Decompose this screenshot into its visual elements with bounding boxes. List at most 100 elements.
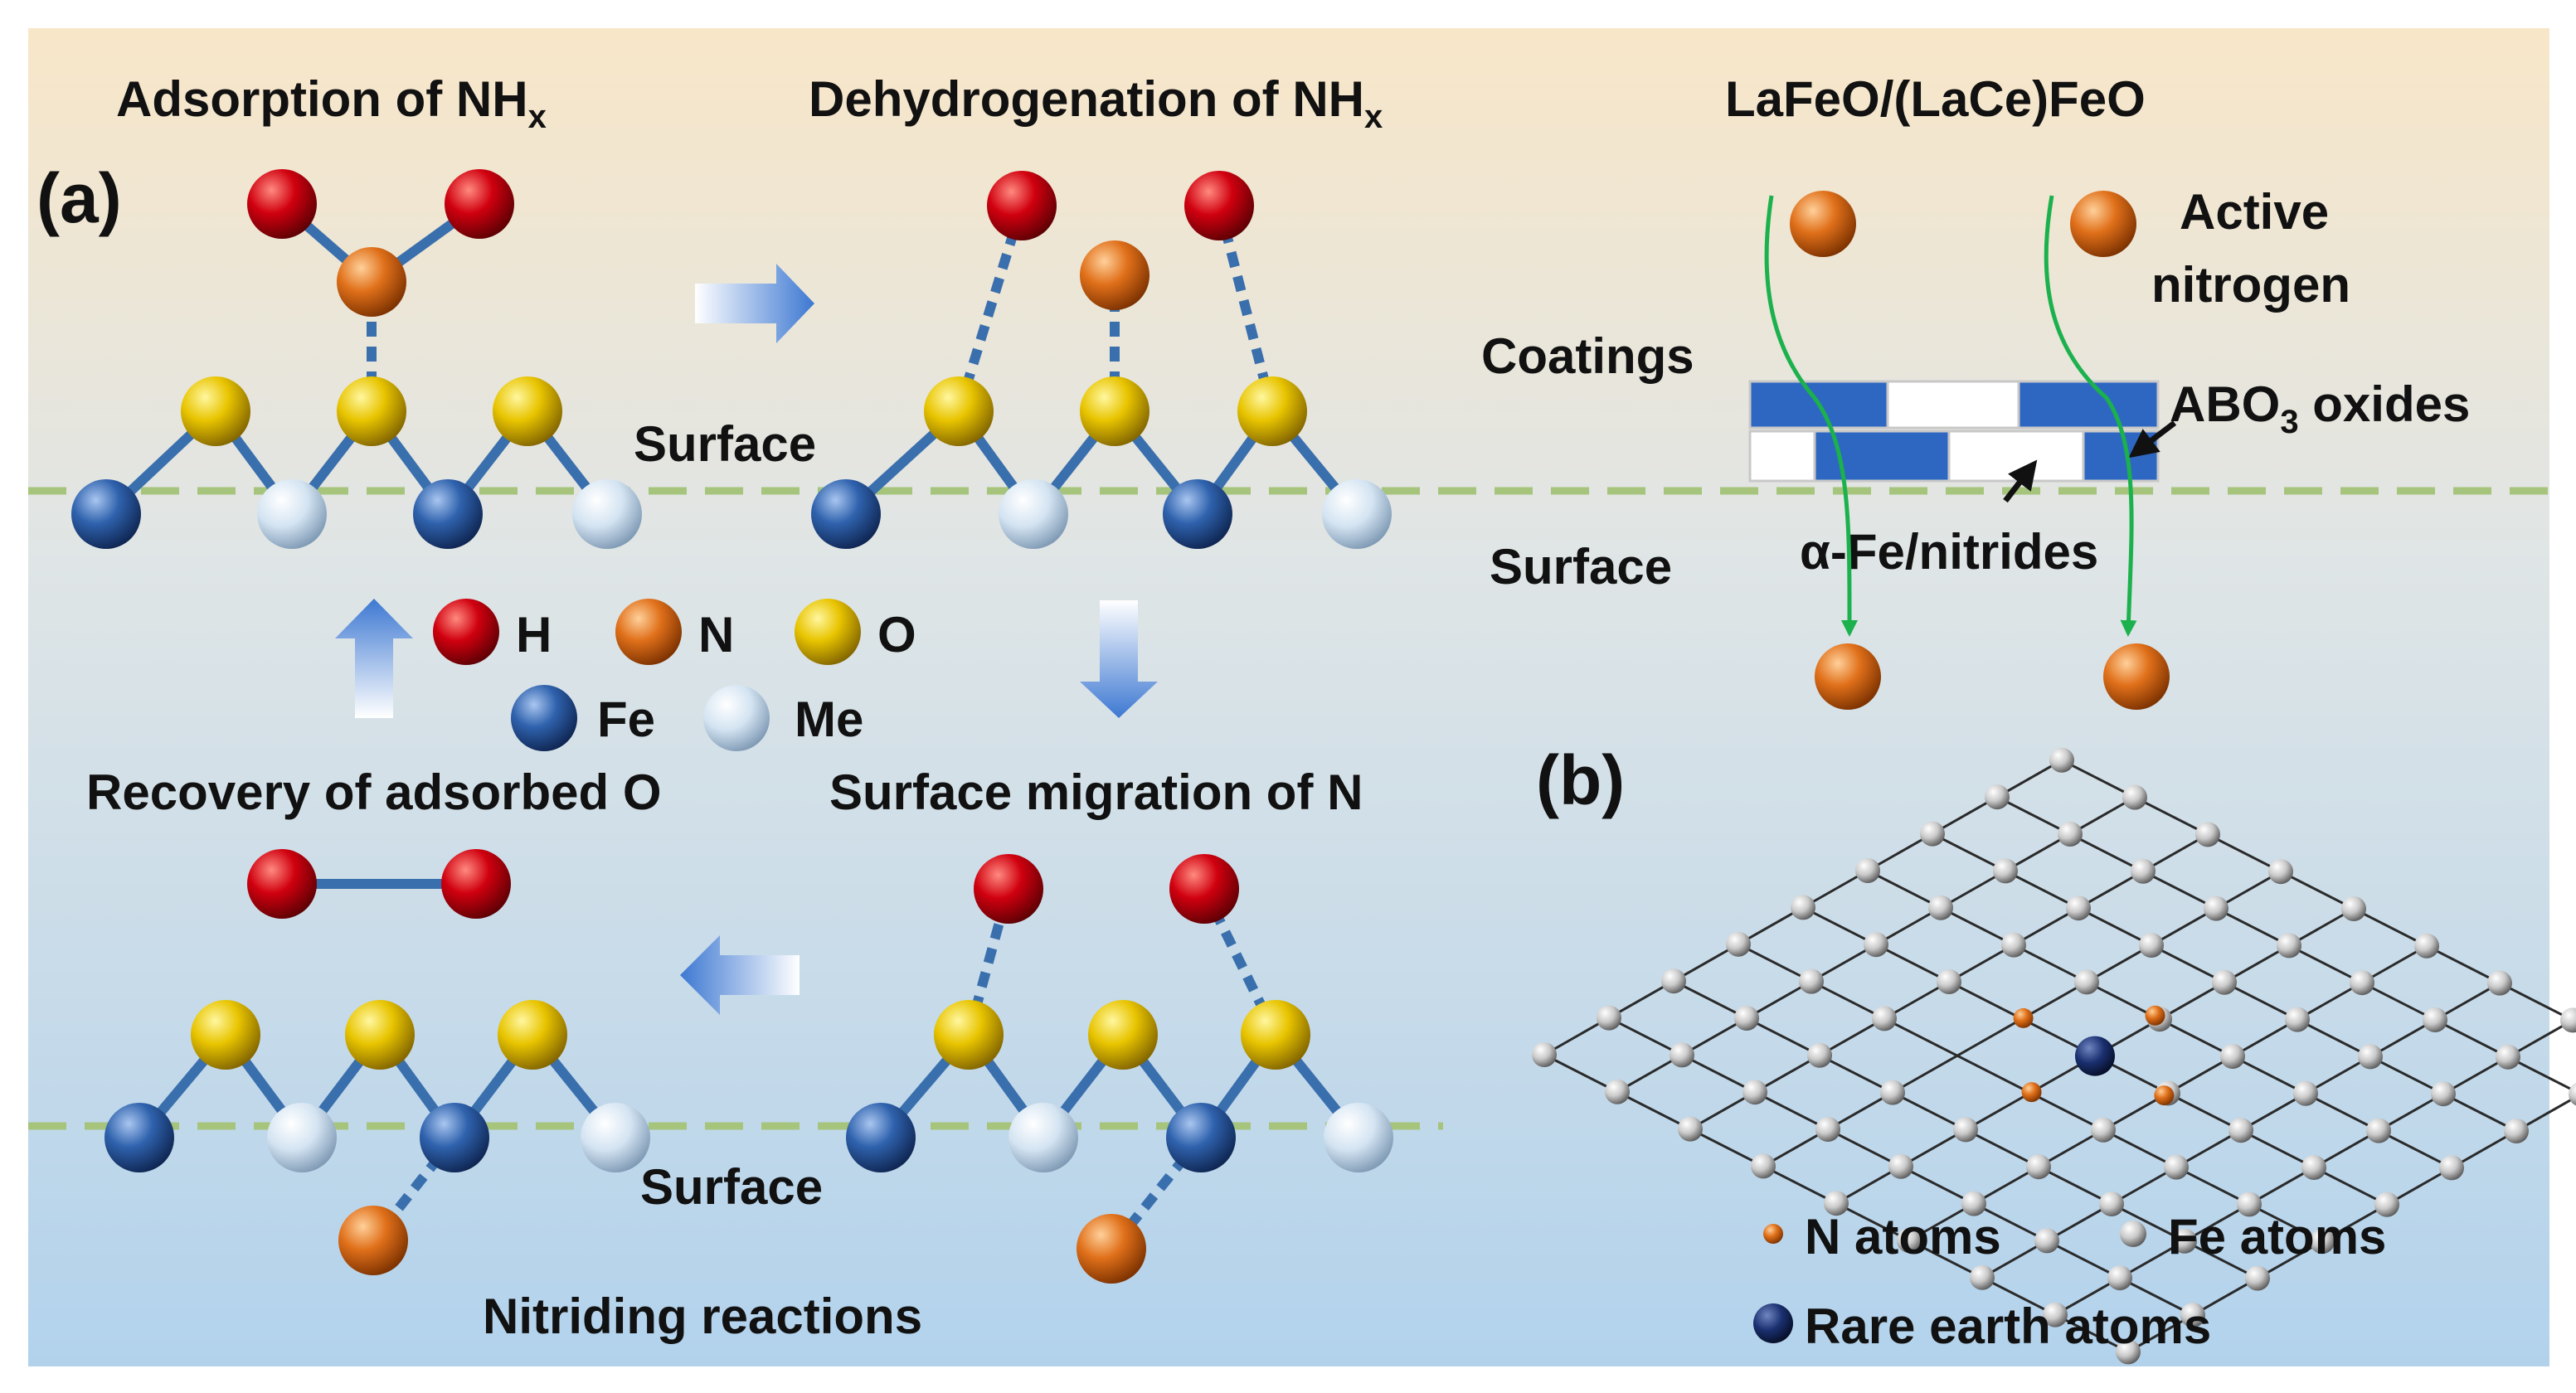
fe-atom [1597,1005,1621,1031]
hydrogen-atom [445,169,514,239]
fe-atom [1751,1153,1776,1179]
legend-o-sphere [795,599,861,665]
fe-atom [1888,1153,1913,1179]
metal-atom [1009,1103,1078,1172]
fe-atom [1532,1042,1557,1067]
hydrogen-atom [1169,854,1239,924]
hydrogen-atom [1184,171,1254,240]
fe-atom [1726,931,1751,957]
fe-atom [1961,1191,1986,1216]
abo3-text: ABO [2170,376,2280,432]
nitrogen-atom [1077,1214,1146,1284]
fe-atom [2066,896,2091,921]
fe-atom [1897,1228,1922,1253]
fe-atom [2091,1117,2116,1143]
legend-rare-earth-dot [1753,1303,1793,1343]
legend-n-atoms-label: N atoms [1805,1209,2001,1264]
hydrogen-atom [247,169,317,239]
fe-atom [1791,895,1815,920]
fe-atom [2439,1155,2464,1181]
fe-atom [2293,1080,2318,1106]
heading-nitriding: Nitriding reactions [483,1289,922,1344]
iron-atom [846,1103,916,1172]
fe-atom [2310,1229,2335,1255]
fe-atom [1985,784,2010,810]
fe-atom [2195,822,2220,847]
oxygen-atom [1241,1000,1310,1070]
iron-atom [71,479,141,549]
fe-atom [1605,1079,1630,1104]
fe-atom [1742,1080,1767,1105]
legend-me-label: Me [795,692,863,747]
fe-atom [2034,1228,2059,1254]
metal-atom [999,479,1068,549]
atoms [71,169,1393,1284]
fe-atom [2116,1339,2141,1365]
fe-atom [2285,1007,2310,1032]
fe-atom [2058,822,2083,847]
oxygen-atom [1237,376,1307,446]
fe-atom [2212,969,2237,995]
nitrogen-atom [337,247,406,317]
heading-migration: Surface migration of N [829,764,1363,820]
heading-recovery: Recovery of adsorbed O [86,764,662,820]
coating-brick-white [1886,380,2020,430]
fe-atom [2496,1044,2520,1070]
fe-atom [2107,1265,2132,1291]
fe-atom [1880,1080,1905,1105]
fe-atom [1937,969,1961,994]
fe-atom [2131,858,2156,884]
active-nitrogen-line2: nitrogen [2151,257,2350,313]
process-arrow-right [695,264,814,343]
fe-atom [1872,1006,1897,1031]
fe-atom [1734,1006,1759,1031]
process-arrow-down [1080,600,1158,718]
fe-atom [2074,969,2099,995]
coating-brick-white [1748,430,1816,483]
n-atom [2021,1082,2042,1103]
heading-adsorption-subscript: x [528,99,547,135]
fe-atom [2414,933,2439,959]
oxygen-atom [498,1000,567,1070]
fe-atom [1678,1116,1703,1142]
fe-atom [2001,932,2026,958]
iron-atom [104,1103,174,1172]
active-nitrogen-atom [1790,191,1856,257]
coatings-label: Coatings [1481,328,1694,384]
fe-atom [1661,968,1686,994]
coating-brick-white [1947,430,2085,483]
legend-fe-label: Fe [597,692,655,747]
heading-lafeo: LaFeO/(LaCe)FeO [1725,71,2146,127]
heading-dehydrogenation-text: Dehydrogenation of NH [809,71,1364,127]
n-atom [2145,1005,2165,1026]
fe-atom [2504,1119,2529,1143]
heading-adsorption-text: Adsorption of NH [116,71,528,127]
metal-atom [267,1103,337,1172]
fe-atom [2301,1155,2326,1180]
fe-atom [2164,1154,2189,1180]
abo3-pointer-arrow [2128,420,2177,459]
oxygen-atom [493,376,562,446]
fe-atom [2237,1192,2262,1217]
weak-bond [954,204,1027,413]
hydrogen-atom [441,849,511,919]
fe-atom [2487,970,2512,996]
hydrogen-atom [247,849,317,919]
heading-dehydrogenation: Dehydrogenation of NHx [809,71,1383,135]
fe-atom [2560,1007,2576,1033]
legend-o-label: O [877,607,916,663]
molecular-structures [71,169,1393,1284]
legend-h-label: H [516,607,552,663]
fe-atom [1920,821,1945,847]
fe-atom [1953,1117,1978,1143]
fe-atom [2180,1303,2205,1327]
fe-atom [2358,1044,2383,1070]
iron-atom [811,479,881,549]
iron-atom [413,479,483,549]
fe-atom [1815,1117,1840,1142]
fe-atom [1855,858,1880,883]
fe-atom [2122,784,2147,810]
fe-atom [2366,1118,2391,1143]
surface-label-bottom-left: Surface [640,1159,823,1215]
